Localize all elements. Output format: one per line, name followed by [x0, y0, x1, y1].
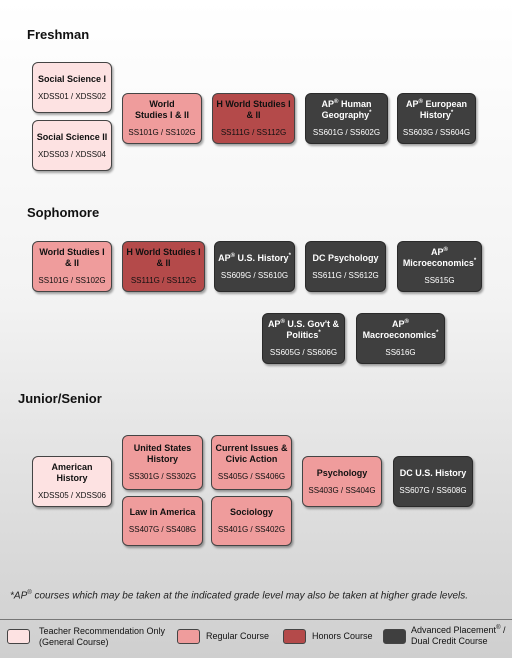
course-social-science-1[interactable]: Social Science I XDSS01 / XDSS02 — [32, 62, 112, 113]
course-law-in-america[interactable]: Law in America SS407G / SS408G — [122, 496, 203, 546]
course-name: AP® U.S. History* — [218, 252, 291, 263]
course-code: SS609G / SS610G — [220, 270, 289, 280]
course-name: AP® Macroeconomics* — [362, 319, 439, 340]
legend-label-regular: Regular Course — [206, 631, 270, 641]
course-name: AP® U.S. Gov't & Politics* — [267, 319, 340, 340]
course-ap-european-history[interactable]: AP® European History* SS603G / SS604G — [397, 93, 476, 144]
course-name: AP® European History* — [406, 99, 467, 120]
ap-footnote: *AP® courses which may be taken at the i… — [10, 590, 469, 602]
course-name: Psychology — [316, 467, 368, 478]
course-name: H World Studies I & II — [216, 99, 291, 120]
course-american-history[interactable]: American History XDSS05 / XDSS06 — [32, 456, 112, 507]
course-ap-human-geography[interactable]: AP® Human Geography* SS601G / SS602G — [305, 93, 388, 144]
legend-label-ap: Advanced Placement® / Dual Credit Course — [411, 625, 506, 646]
course-code: SS407G / SS408G — [128, 525, 197, 534]
course-world-studies[interactable]: World Studies I & II SS101G / SS102G — [122, 93, 202, 144]
course-name: American History — [51, 462, 93, 483]
course-united-states-history[interactable]: United States History SS301G / SS302G — [122, 435, 203, 490]
course-code: SS101G / SS102G — [128, 128, 196, 137]
course-ap-us-history[interactable]: AP® U.S. History* SS609G / SS610G — [214, 241, 295, 292]
course-name: World Studies I & II — [39, 247, 105, 268]
course-psychology[interactable]: Psychology SS403G / SS404G — [302, 456, 382, 507]
course-code: SS111G / SS112G — [220, 128, 287, 137]
course-ap-macroeconomics[interactable]: AP® Macroeconomics* SS616G — [356, 313, 445, 364]
course-code: SS616G — [385, 348, 416, 357]
course-code: SS605G / SS606G — [269, 348, 338, 357]
course-code: SS101G / SS102G — [38, 276, 106, 285]
course-code: SS615G — [424, 276, 455, 285]
course-dc-us-history[interactable]: DC U.S. History SS607G / SS608G — [393, 456, 473, 507]
course-ap-microeconomics[interactable]: AP® Microeconomics* SS615G — [397, 241, 482, 292]
course-name: World Studies I & II — [134, 99, 189, 120]
course-current-issues-civic-action[interactable]: Current Issues & Civic Action SS405G / S… — [211, 435, 292, 490]
course-name: Social Science I — [37, 73, 107, 84]
course-code: SS603G / SS604G — [402, 128, 471, 137]
course-code: SS405G / SS406G — [217, 472, 286, 481]
course-code: XDSS01 / XDSS02 — [37, 91, 107, 101]
legend-swatch-honors — [283, 629, 306, 644]
course-dc-psychology[interactable]: DC Psychology SS611G / SS612G — [305, 241, 386, 292]
course-h-world-studies[interactable]: H World Studies I & II SS111G / SS112G — [212, 93, 295, 144]
course-name: AP® Human Geography* — [321, 99, 372, 120]
section-title-freshman: Freshman — [27, 27, 90, 42]
legend-label-teacher: Teacher Recommendation Only (General Cou… — [39, 626, 166, 647]
course-ap-us-govt-politics[interactable]: AP® U.S. Gov't & Politics* SS605G / SS60… — [262, 313, 345, 364]
course-h-world-studies-soph[interactable]: H World Studies I & II SS111G / SS112G — [122, 241, 205, 292]
legend-label-honors: Honors Course — [312, 631, 373, 641]
legend-swatch-regular — [177, 629, 200, 644]
course-social-science-2[interactable]: Social Science II XDSS03 / XDSS04 — [32, 120, 112, 171]
course-name: AP® Microeconomics* — [402, 247, 477, 268]
course-code: SS403G / SS404G — [308, 485, 376, 495]
legend-swatch-teacher — [7, 629, 30, 644]
course-code: SS607G / SS608G — [399, 485, 467, 495]
course-code: XDSS05 / XDSS06 — [37, 491, 107, 500]
course-name: Law in America — [129, 507, 196, 517]
course-code: XDSS03 / XDSS04 — [37, 149, 107, 159]
course-name: H World Studies I & II — [126, 247, 201, 268]
course-code: SS601G / SS602G — [312, 128, 381, 137]
course-name: DC Psychology — [312, 252, 379, 263]
section-title-junior-senior: Junior/Senior — [18, 391, 102, 406]
section-title-sophomore: Sophomore — [27, 205, 100, 220]
course-code: SS301G / SS302G — [128, 472, 197, 481]
legend: Teacher Recommendation Only (General Cou… — [0, 620, 512, 658]
legend-divider — [0, 619, 512, 620]
course-name: Current Issues & Civic Action — [215, 443, 288, 464]
legend-swatch-ap — [383, 629, 406, 644]
course-name: United States History — [133, 443, 192, 464]
course-name: Sociology — [229, 507, 273, 517]
course-name: Social Science II — [36, 131, 108, 142]
course-code: SS401G / SS402G — [217, 525, 286, 534]
course-code: SS611G / SS612G — [312, 270, 379, 280]
course-name: DC U.S. History — [399, 467, 467, 478]
course-code: SS111G / SS112G — [130, 276, 197, 285]
course-world-studies-soph[interactable]: World Studies I & II SS101G / SS102G — [32, 241, 112, 292]
course-sociology[interactable]: Sociology SS401G / SS402G — [211, 496, 292, 546]
